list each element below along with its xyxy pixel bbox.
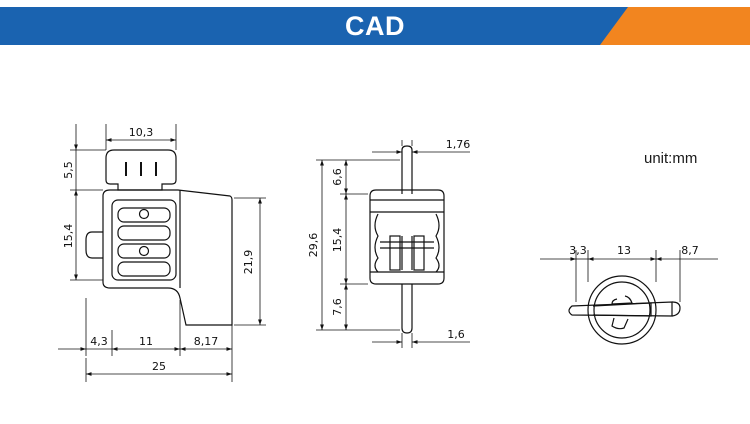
- front-dim-1-76: 1,76: [446, 138, 471, 151]
- front-view: [369, 145, 445, 334]
- side-view: [85, 149, 233, 326]
- side-dim-11: 11: [139, 335, 153, 348]
- front-dim-15-4: 15,4: [331, 228, 344, 253]
- front-dim-29-6: 29,6: [307, 233, 320, 258]
- banner-background: [0, 7, 750, 45]
- side-dim-8-17: 8,17: [194, 335, 219, 348]
- top-dim-3-3: 3,3: [569, 244, 587, 257]
- front-dim-1-6: 1,6: [447, 328, 465, 341]
- side-dim-10-3: 10,3: [129, 126, 154, 139]
- top-view: [568, 275, 681, 345]
- front-view-dimensions: [316, 140, 470, 348]
- banner-title: CAD: [345, 11, 405, 41]
- side-dim-21-9: 21,9: [242, 250, 255, 275]
- header-banner: CAD: [0, 7, 750, 45]
- side-view-labels: 10,3 5,5 15,4 21,9 4,3 11 8,17 25: [62, 126, 255, 373]
- side-dim-25: 25: [152, 360, 166, 373]
- side-dim-4-3: 4,3: [90, 335, 108, 348]
- front-dim-6-6: 6,6: [331, 168, 344, 186]
- side-dim-15-4: 15,4: [62, 224, 75, 249]
- front-dim-7-6: 7,6: [331, 298, 344, 316]
- top-view-dimensions: [540, 250, 718, 302]
- side-view-dimensions: [58, 124, 266, 382]
- unit-label: unit:mm: [644, 150, 698, 167]
- top-dim-8-7: 8,7: [681, 244, 699, 257]
- top-view-labels: 3,3 13 8,7: [569, 244, 699, 257]
- front-view-labels: 1,76 6,6 29,6 15,4 7,6 1,6: [307, 138, 470, 341]
- side-dim-5-5: 5,5: [62, 161, 75, 179]
- top-dim-13: 13: [617, 244, 631, 257]
